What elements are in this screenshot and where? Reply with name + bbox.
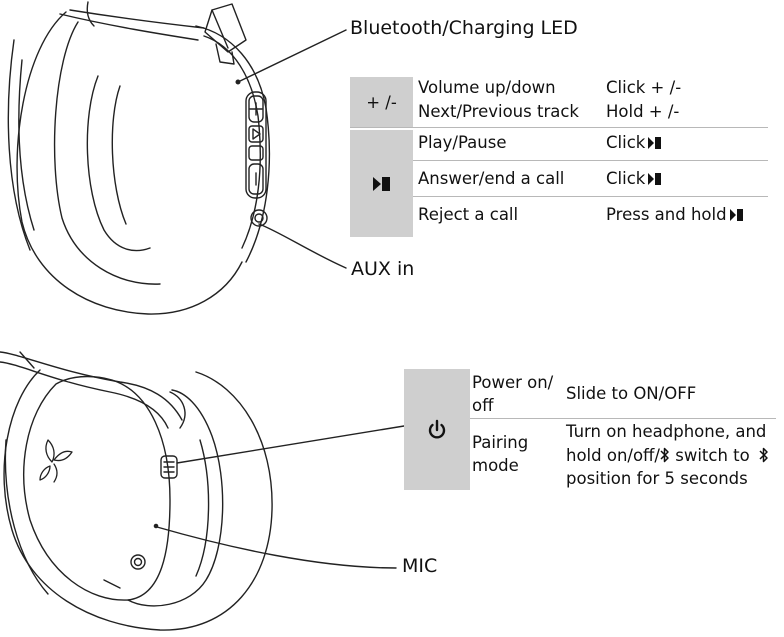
top-row-action: Play/Pause [418,133,507,152]
volume-key-label: + /- [366,92,397,112]
top-earcup-drawing [7,1,271,315]
leader-line-aux [258,223,347,269]
aux-callout-label: AUX in [351,258,415,280]
play-pause-icon [648,137,662,149]
top-row-gesture: Hold + /- [606,102,680,121]
top-row-gesture: Click [606,133,646,152]
bottom-row-action-line1: Power on/ [472,373,554,392]
top-row-action: Volume up/down [418,78,556,97]
power-key-cell [404,369,470,490]
top-row-gesture: Press and hold [606,205,727,224]
bottom-divider [470,418,776,419]
bottom-row-desc-line3: position for 5 seconds [566,469,748,488]
play-pause-icon [729,209,743,221]
bluetooth-icon [759,447,768,463]
top-row-gesture: Click + /- [606,78,682,97]
top-row-gesture: Click [606,169,646,188]
bluetooth-icon [660,447,669,463]
volume-key-cell: + /- [350,77,413,127]
power-icon [428,419,446,439]
top-divider-3 [413,196,768,197]
top-row-action: Next/Previous track [418,102,579,121]
bottom-row-desc-line1: Turn on headphone, and [566,422,767,441]
top-row-action: Reject a call [418,205,519,224]
led-callout-label: Bluetooth/Charging LED [350,17,578,39]
top-divider-2 [413,160,768,161]
bottom-row-action-line2: off [472,396,494,415]
top-row-gesture-wrap: Press and hold [606,205,744,224]
bottom-row-desc: Slide to ON/OFF [566,384,697,403]
leader-line-mic [156,526,397,569]
top-row-gesture-wrap: Click [606,169,662,188]
bottom-row-desc-line2-post: switch to [670,446,750,465]
leaf-logo-icon [39,439,73,483]
play-pause-key-cell [350,130,413,237]
play-pause-icon [372,176,390,191]
top-divider-1 [350,127,768,128]
bottom-row-desc-line2-pre: hold on/off/ [566,446,660,465]
bottom-row-action-line2: mode [472,456,519,475]
mic-callout-label: MIC [402,555,438,577]
bottom-earcup-drawing [0,351,273,631]
top-row-gesture-wrap: Click [606,133,662,152]
top-row-action: Answer/end a call [418,169,565,188]
leader-line-led [237,29,347,83]
play-pause-icon [648,173,662,185]
bottom-row-action-line1: Pairing [472,433,529,452]
bottom-row-desc-line2: hold on/off/ switch to [566,447,769,465]
leader-line-switch [176,425,405,464]
